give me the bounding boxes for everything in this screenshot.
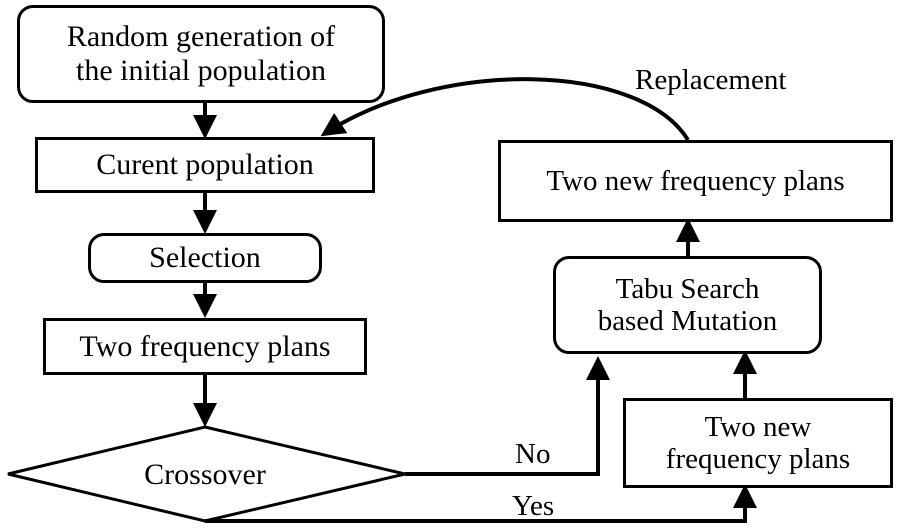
start-node-line2: the initial population	[76, 54, 326, 87]
two-new-frequency-plans-upper-node: Two new frequency plans	[498, 140, 893, 222]
selection-label: Selection	[149, 241, 261, 275]
current-population-node: Curent population	[35, 137, 375, 193]
arrow-replacement	[320, 77, 690, 142]
selection-node: Selection	[88, 233, 322, 283]
arrow-yes-to-new-plans	[205, 484, 757, 523]
two-frequency-plans-node: Two frequency plans	[43, 318, 367, 375]
two-new-frequency-plans-lower-line2: frequency plans	[665, 443, 851, 475]
no-label: No	[515, 438, 551, 470]
arrow-no-to-mutation	[405, 356, 610, 476]
two-new-frequency-plans-lower-line1: Two new	[704, 410, 812, 443]
two-new-frequency-plans-upper-label: Two new frequency plans	[546, 164, 845, 197]
crossover-label: Crossover	[144, 458, 266, 491]
current-population-label: Curent population	[96, 148, 314, 182]
two-new-frequency-plans-lower-node: Two new frequency plans	[623, 398, 893, 488]
yes-label: Yes	[512, 490, 555, 522]
tabu-mutation-line1: Tabu Search	[615, 272, 760, 305]
start-node-line1: Random generation of	[66, 20, 336, 54]
tabu-mutation-line2: based Mutation	[597, 305, 778, 337]
tabu-mutation-node: Tabu Search based Mutation	[553, 256, 822, 354]
replacement-label: Replacement	[635, 64, 787, 96]
start-node: Random generation of the initial populat…	[17, 5, 385, 103]
two-frequency-plans-label: Two frequency plans	[79, 329, 331, 363]
